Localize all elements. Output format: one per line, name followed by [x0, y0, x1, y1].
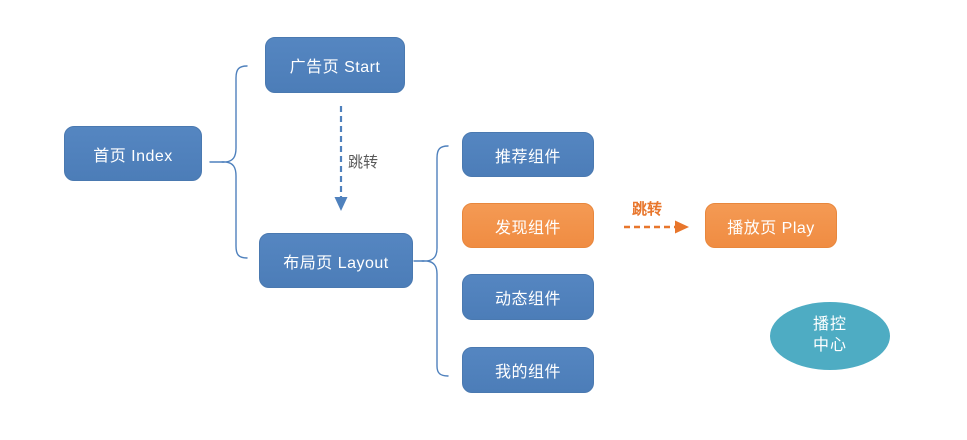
node-play-label: 播放页 Play — [727, 219, 815, 237]
node-recommend: 推荐组件 — [462, 132, 594, 177]
node-layout: 布局页 Layout — [259, 233, 413, 288]
node-mine: 我的组件 — [462, 347, 594, 393]
node-dynamic: 动态组件 — [462, 274, 594, 320]
node-start-label: 广告页 Start — [289, 59, 381, 76]
brace-index-to-pages — [221, 65, 248, 259]
playback-center-line2: 中心 — [812, 337, 847, 354]
node-discover: 发现组件 — [462, 203, 594, 248]
node-index: 首页 Index — [64, 126, 202, 181]
node-playback-center: 播控 中心 — [770, 302, 890, 370]
brace-layout-to-components — [421, 145, 449, 377]
jump-label-start-to-layout: 跳转 — [348, 154, 379, 171]
node-discover-label: 发现组件 — [494, 219, 561, 237]
arrow-discover-to-play — [624, 220, 689, 234]
node-play: 播放页 Play — [705, 203, 837, 248]
node-start: 广告页 Start — [265, 37, 405, 93]
node-mine-label: 我的组件 — [494, 364, 561, 381]
arrow-start-to-layout — [334, 106, 348, 211]
jump-label-discover-to-play: 跳转 — [632, 201, 663, 218]
node-index-label: 首页 Index — [93, 147, 173, 165]
node-recommend-label: 推荐组件 — [494, 148, 561, 166]
node-dynamic-label: 动态组件 — [494, 291, 561, 308]
node-layout-label: 布局页 Layout — [283, 254, 389, 272]
playback-center-line1: 播控 — [812, 316, 847, 334]
